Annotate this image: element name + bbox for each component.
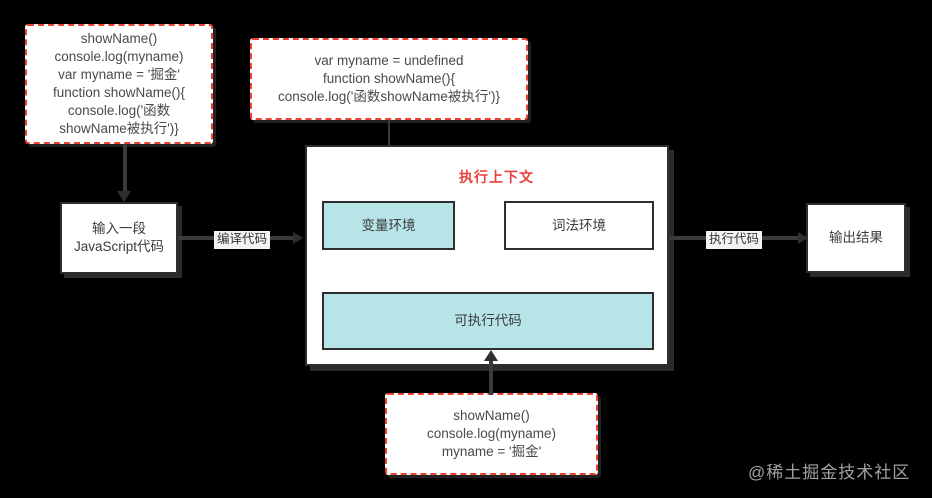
edge-label-compile: 编译代码 bbox=[214, 231, 271, 249]
lexical-environment-label: 词法环境 bbox=[552, 217, 606, 233]
watermark-label: @稀土掘金技术社区 bbox=[748, 463, 911, 482]
edge-label-execute: 执行代码 bbox=[706, 231, 763, 249]
output-result-text: 输出结果 bbox=[829, 230, 883, 246]
variable-environment-label: 变量环境 bbox=[361, 217, 416, 233]
arrowhead-context-to-output bbox=[798, 232, 808, 244]
execution-context-title: 执行上下文 bbox=[459, 169, 534, 185]
arrowhead-source-to-input bbox=[117, 191, 131, 202]
source-code-text: showName() console.log(myname) var mynam… bbox=[52, 31, 186, 136]
arrowhead-input-to-context bbox=[293, 232, 303, 244]
output-result-box: 输出结果 bbox=[806, 203, 906, 273]
connector-runtime-to-executable bbox=[489, 360, 493, 395]
executable-code-box: 可执行代码 bbox=[322, 292, 654, 350]
compiled-code-text: var myname = undefined function showName… bbox=[278, 53, 500, 104]
input-code-text: 输入一段 JavaScript代码 bbox=[73, 221, 165, 254]
runtime-code-box: showName() console.log(myname) myname = … bbox=[385, 393, 598, 475]
compiled-code-box: var myname = undefined function showName… bbox=[250, 38, 528, 120]
lexical-environment-box: 词法环境 bbox=[504, 201, 654, 250]
arrowhead-runtime-to-executable bbox=[484, 350, 498, 361]
variable-environment-box: 变量环境 bbox=[322, 201, 455, 250]
input-code-box: 输入一段 JavaScript代码 bbox=[60, 202, 178, 274]
connector-source-to-input bbox=[123, 144, 127, 194]
runtime-code-text: showName() console.log(myname) myname = … bbox=[426, 408, 557, 459]
source-code-box: showName() console.log(myname) var mynam… bbox=[25, 24, 213, 144]
executable-code-label: 可执行代码 bbox=[454, 313, 522, 329]
